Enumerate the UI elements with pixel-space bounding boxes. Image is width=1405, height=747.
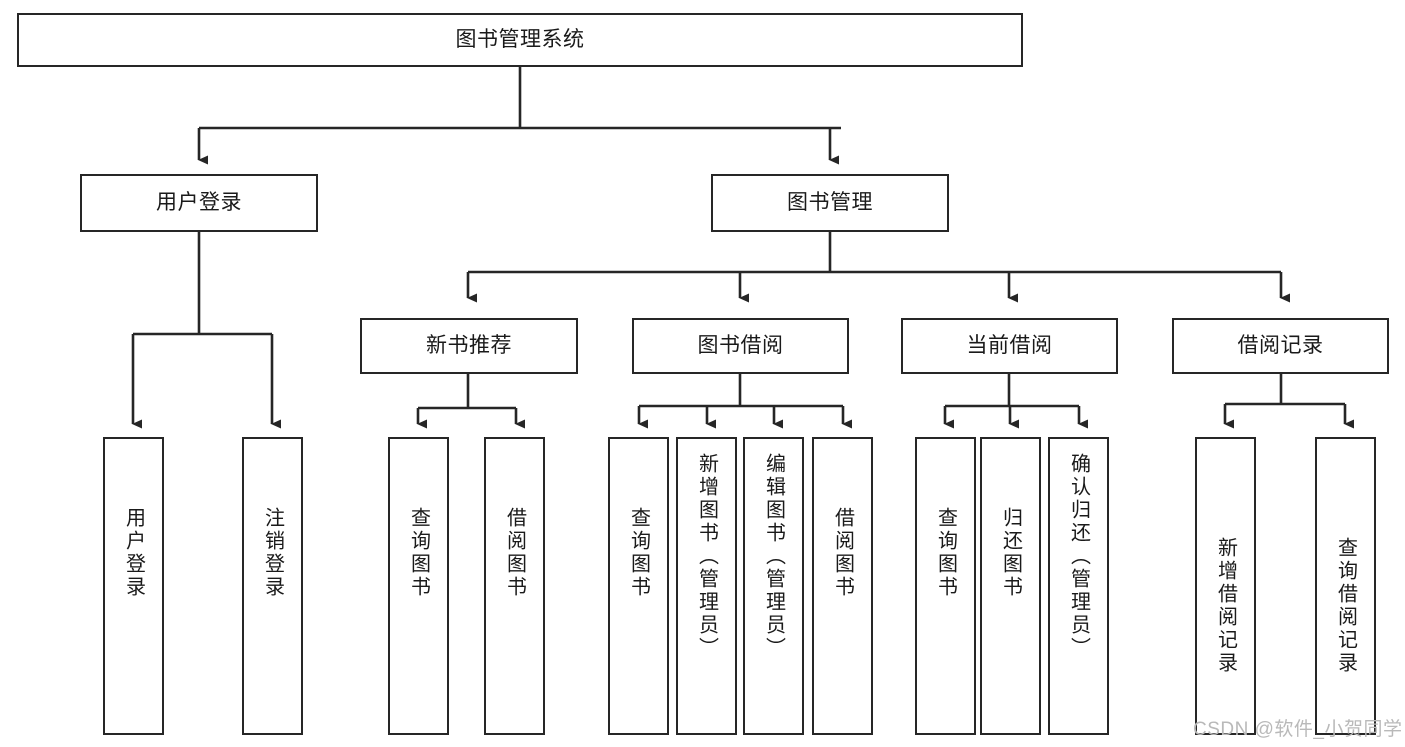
leaf-record-add-record[interactable]: 新增借阅记录 xyxy=(1195,437,1256,735)
leaf-borrow-edit-book-admin[interactable]: 编辑图书（管理员） xyxy=(743,437,804,735)
leaf-current-return-book[interactable]: 归还图书 xyxy=(980,437,1041,735)
node-label: 确认归还（管理员） xyxy=(1067,453,1090,660)
node-root-system[interactable]: 图书管理系统 xyxy=(17,13,1023,67)
node-label: 图书借阅 xyxy=(697,334,784,358)
leaf-current-query-book[interactable]: 查询图书 xyxy=(915,437,976,735)
leaf-user-login-logout[interactable]: 注销登录 xyxy=(242,437,303,735)
node-current-borrow[interactable]: 当前借阅 xyxy=(901,318,1118,374)
node-label: 借阅记录 xyxy=(1237,334,1324,358)
node-book-borrow[interactable]: 图书借阅 xyxy=(632,318,849,374)
node-label: 注销登录 xyxy=(261,507,284,599)
node-label: 用户登录 xyxy=(156,191,242,215)
leaf-recommend-query-book[interactable]: 查询图书 xyxy=(388,437,449,735)
node-label: 查询借阅记录 xyxy=(1334,537,1357,675)
leaf-recommend-borrow-book[interactable]: 借阅图书 xyxy=(484,437,545,735)
leaf-borrow-add-book-admin[interactable]: 新增图书（管理员） xyxy=(676,437,737,735)
node-label: 借阅图书 xyxy=(503,507,526,599)
node-label: 图书管理系统 xyxy=(455,28,585,52)
leaf-user-login-login[interactable]: 用户登录 xyxy=(103,437,164,735)
leaf-borrow-borrow-book[interactable]: 借阅图书 xyxy=(812,437,873,735)
csdn-watermark: CSDN @软件_小贺同学 xyxy=(1193,719,1403,740)
node-label: 查询图书 xyxy=(627,507,650,599)
node-label: 图书管理 xyxy=(787,191,873,215)
node-label: 查询图书 xyxy=(407,507,430,599)
node-user-login[interactable]: 用户登录 xyxy=(80,174,318,232)
node-label: 编辑图书（管理员） xyxy=(762,453,785,660)
node-label: 查询图书 xyxy=(934,507,957,599)
node-label: 借阅图书 xyxy=(831,507,854,599)
node-label: 新书推荐 xyxy=(426,334,512,358)
leaf-record-query-record[interactable]: 查询借阅记录 xyxy=(1315,437,1376,735)
node-label: 新增图书（管理员） xyxy=(695,453,718,660)
node-new-book-recommend[interactable]: 新书推荐 xyxy=(360,318,578,374)
node-label: 用户登录 xyxy=(122,507,145,599)
node-label: 归还图书 xyxy=(999,507,1022,599)
node-label: 当前借阅 xyxy=(966,334,1053,358)
leaf-borrow-query-book[interactable]: 查询图书 xyxy=(608,437,669,735)
node-borrow-record[interactable]: 借阅记录 xyxy=(1172,318,1389,374)
leaf-current-confirm-return-admin[interactable]: 确认归还（管理员） xyxy=(1048,437,1109,735)
node-label: 新增借阅记录 xyxy=(1214,537,1237,675)
node-book-management[interactable]: 图书管理 xyxy=(711,174,949,232)
